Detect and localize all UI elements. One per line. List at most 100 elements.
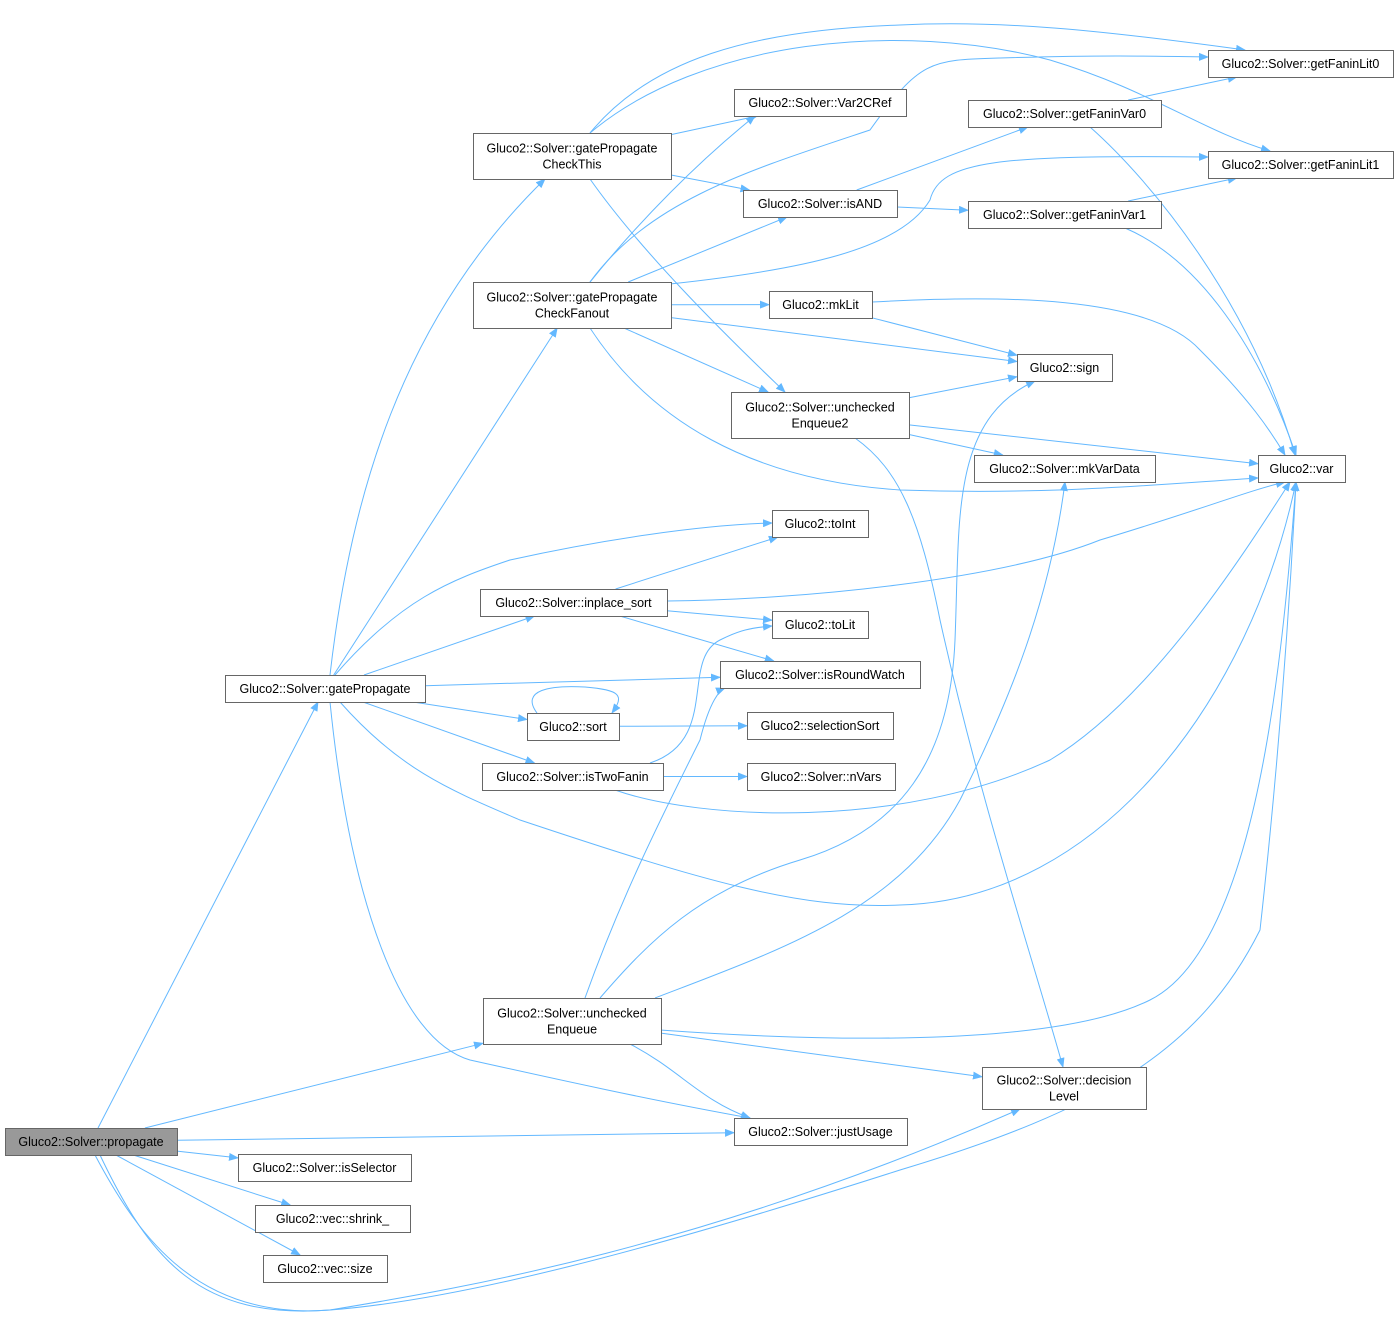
node-box	[238, 1154, 412, 1182]
edge-gpCheckThis-to-getFaninLit0	[589, 23, 1246, 134]
edge-isTwoFanin-to-toLit	[649, 622, 773, 764]
edge-gatePropagate-to-justUsage	[329, 701, 751, 1121]
node-box	[968, 100, 1162, 128]
node-label: Gluco2::Solver::isTwoFanin	[496, 770, 648, 784]
node-box	[480, 589, 668, 617]
node-box	[483, 998, 662, 1045]
edge-getFaninVar1-to-var	[1124, 227, 1297, 456]
node-label: Gluco2::Solver::mkVarData	[989, 462, 1140, 476]
node-mkVarData[interactable]: Gluco2::Solver::mkVarData	[974, 455, 1156, 483]
edge-inplaceSort-to-var	[666, 480, 1286, 602]
node-isTwoFanin[interactable]: Gluco2::Solver::isTwoFanin	[482, 763, 664, 791]
node-label: Gluco2::Solver::getFaninVar0	[983, 107, 1146, 121]
node-box	[734, 1118, 908, 1146]
node-box	[731, 392, 910, 439]
edge-inplaceSort-to-toInt	[615, 535, 779, 590]
node-inplaceSort[interactable]: Gluco2::Solver::inplace_sort	[480, 589, 668, 617]
node-label: CheckThis	[542, 158, 601, 172]
node-label: Gluco2::Solver::unchecked	[745, 401, 894, 415]
node-label: Gluco2::sign	[1030, 361, 1100, 375]
node-toInt[interactable]: Gluco2::toInt	[772, 510, 869, 538]
node-getFaninVar0[interactable]: Gluco2::Solver::getFaninVar0	[968, 100, 1162, 128]
node-getFaninLit1[interactable]: Gluco2::Solver::getFaninLit1	[1208, 151, 1394, 179]
edge-uncheckedEnqueue-to-decisionLevel	[660, 1032, 983, 1080]
edge-gatePropagate-to-var	[339, 481, 1299, 906]
node-isSelector[interactable]: Gluco2::Solver::isSelector	[238, 1154, 412, 1182]
edge-uncheckedEnqueue2-to-decisionLevel	[854, 437, 1065, 1068]
edge-sort-to-selectionSort	[618, 721, 748, 730]
node-mkLit[interactable]: Gluco2::mkLit	[769, 291, 873, 319]
node-isRoundWatch[interactable]: Gluco2::Solver::isRoundWatch	[720, 661, 921, 689]
node-label: Gluco2::Solver::inplace_sort	[495, 596, 652, 610]
node-label: Gluco2::vec::size	[277, 1262, 372, 1276]
node-label: Gluco2::Solver::Var2CRef	[749, 96, 892, 110]
node-label: Gluco2::Solver::isSelector	[253, 1161, 397, 1175]
node-box	[1208, 50, 1394, 78]
node-label: Gluco2::Solver::getFaninLit1	[1222, 158, 1380, 172]
edge-gatePropagate-to-inplaceSort	[363, 615, 536, 676]
node-label: Gluco2::Solver::isRoundWatch	[735, 668, 905, 682]
node-label: Gluco2::Solver::getFaninVar1	[983, 208, 1146, 222]
edge-propagate-to-shrink	[133, 1154, 292, 1207]
edge-gatePropagate-to-isTwoFanin	[362, 701, 536, 764]
node-box	[772, 510, 869, 538]
node-label: Gluco2::selectionSort	[761, 719, 880, 733]
edge-gpCheckThis-to-var2CRef	[670, 113, 759, 136]
node-label: Gluco2::Solver::propagate	[18, 1135, 163, 1149]
edge-propagate-to-gatePropagate	[97, 701, 319, 1129]
node-propagate[interactable]: Gluco2::Solver::propagate	[5, 1128, 178, 1156]
node-var2CRef[interactable]: Gluco2::Solver::Var2CRef	[734, 89, 907, 117]
edge-gpCheckFanout-to-sign	[670, 317, 1018, 365]
node-box	[473, 282, 672, 329]
edge-uncheckedEnqueue2-to-var	[908, 424, 1259, 467]
node-box	[527, 713, 620, 741]
node-label: Gluco2::toInt	[785, 517, 856, 531]
node-isAND[interactable]: Gluco2::Solver::isAND	[743, 190, 898, 218]
edge-uncheckedEnqueue-to-var	[659, 481, 1300, 1039]
node-box	[968, 201, 1162, 229]
node-shrink[interactable]: Gluco2::vec::shrink_	[255, 1205, 411, 1233]
node-nVars[interactable]: Gluco2::Solver::nVars	[747, 763, 896, 791]
node-label: Level	[1049, 1090, 1079, 1104]
node-label: Gluco2::Solver::justUsage	[748, 1125, 893, 1139]
edge-inplaceSort-to-isRoundWatch	[619, 615, 775, 663]
edge-gatePropagate-to-sort	[413, 701, 528, 723]
node-size[interactable]: Gluco2::vec::size	[263, 1255, 388, 1283]
node-justUsage[interactable]: Gluco2::Solver::justUsage	[734, 1118, 908, 1146]
node-label: Enqueue	[547, 1023, 597, 1037]
edge-gpCheckFanout-to-uncheckedEnqueue2	[623, 327, 770, 393]
edge-gpCheckFanout-to-isAND	[628, 216, 788, 283]
nodes-layer: Gluco2::Solver::propagateGluco2::Solver:…	[5, 50, 1394, 1283]
node-getFaninLit0[interactable]: Gluco2::Solver::getFaninLit0	[1208, 50, 1394, 78]
edge-gpCheckFanout-to-getFaninLit0	[589, 52, 1209, 283]
edge-inplaceSort-to-toLit	[666, 610, 773, 624]
node-selectionSort[interactable]: Gluco2::selectionSort	[747, 712, 894, 740]
node-getFaninVar1[interactable]: Gluco2::Solver::getFaninVar1	[968, 201, 1162, 229]
node-gatePropagate[interactable]: Gluco2::Solver::gatePropagate	[225, 675, 426, 703]
node-toLit[interactable]: Gluco2::toLit	[772, 611, 869, 639]
edge-uncheckedEnqueue-to-mkVarData	[654, 481, 1068, 999]
node-box	[482, 763, 664, 791]
edge-gpCheckThis-to-getFaninLit1	[589, 40, 1271, 153]
edge-gatePropagate-to-isRoundWatch	[424, 673, 721, 687]
node-sign[interactable]: Gluco2::sign	[1017, 354, 1113, 382]
node-var[interactable]: Gluco2::var	[1258, 455, 1346, 483]
edge-getFaninVar0-to-getFaninLit0	[1128, 74, 1238, 101]
node-sort[interactable]: Gluco2::sort	[527, 713, 620, 741]
node-label: Gluco2::Solver::isAND	[758, 197, 882, 211]
edge-uncheckedEnqueue2-to-sign	[908, 374, 1018, 399]
edge-getFaninVar0-to-var	[1089, 126, 1297, 456]
edge-uncheckedEnqueue-to-justUsage	[629, 1043, 751, 1119]
node-box	[772, 611, 869, 639]
node-box	[1208, 151, 1394, 179]
node-box	[473, 133, 672, 180]
edge-mkLit-to-sign	[871, 317, 1018, 357]
edge-gpCheckThis-to-uncheckedEnqueue2	[589, 178, 786, 393]
node-box	[5, 1128, 178, 1156]
